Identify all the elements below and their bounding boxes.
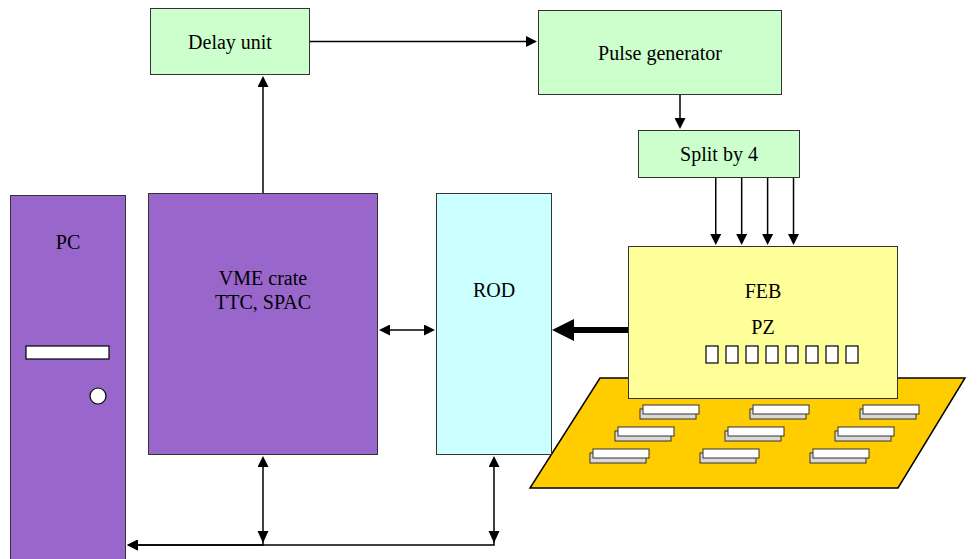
board-connector: [750, 405, 809, 419]
signal-arrow: [138, 467, 263, 545]
connector-top: [753, 405, 809, 414]
rod-box: ROD: [436, 193, 552, 455]
vme-crate-box: VME crate TTC, SPAC: [148, 193, 378, 455]
pulse-generator-box: Pulse generator: [538, 10, 782, 95]
board-connector: [615, 427, 674, 441]
board-connector: [590, 449, 649, 463]
node-title: PC: [56, 230, 80, 254]
connector-top: [863, 405, 919, 414]
connector-top: [618, 427, 674, 436]
board-connector: [860, 405, 919, 419]
connector-top: [813, 449, 869, 458]
bus-arrow-head: [489, 531, 500, 543]
connector-top: [593, 449, 649, 458]
signal-arrow: [741, 178, 743, 234]
slot-symbol: [746, 346, 758, 363]
slot-symbol: [726, 346, 738, 363]
slot-symbol: [786, 346, 798, 363]
pc-box: PC: [10, 195, 126, 559]
board-connector: [810, 449, 869, 463]
connector-top: [703, 449, 759, 458]
connector-top: [643, 405, 699, 414]
signal-arrow: [390, 329, 424, 331]
node-title: ROD: [473, 278, 515, 302]
delay-unit-box: Delay unit: [150, 8, 310, 75]
node-title: Split by 4: [680, 142, 758, 166]
bus-arrow-head: [258, 531, 269, 543]
data-flow-arrow: [574, 327, 628, 333]
slot-symbol: [706, 346, 718, 363]
signal-arrow: [138, 467, 494, 545]
signal-arrow: [793, 178, 795, 234]
connector-top: [838, 427, 894, 436]
board-connector: [640, 405, 699, 419]
button-symbol: [90, 388, 106, 404]
slot-symbol: [826, 346, 838, 363]
board-connector: [835, 427, 894, 441]
signal-arrow: [715, 178, 717, 234]
slot-symbol: [26, 346, 109, 359]
splitter-box: Split by 4: [638, 130, 800, 178]
feb-box: FEB PZ: [628, 246, 898, 399]
slot-symbol: [806, 346, 818, 363]
signal-arrow: [679, 95, 681, 118]
node-title: Pulse generator: [598, 41, 722, 65]
connector-top: [728, 427, 784, 436]
node-title: VME crate TTC, SPAC: [204, 266, 322, 314]
node-title: Delay unit: [188, 30, 272, 54]
slot-symbol: [846, 346, 858, 363]
board-connector: [700, 449, 759, 463]
node-title: FEB: [745, 279, 782, 303]
slot-symbol: [766, 346, 778, 363]
signal-arrow: [262, 87, 264, 193]
node-label: PZ: [751, 315, 774, 339]
signal-arrow: [310, 41, 526, 43]
board-connector: [725, 427, 784, 441]
signal-arrow: [767, 178, 769, 234]
